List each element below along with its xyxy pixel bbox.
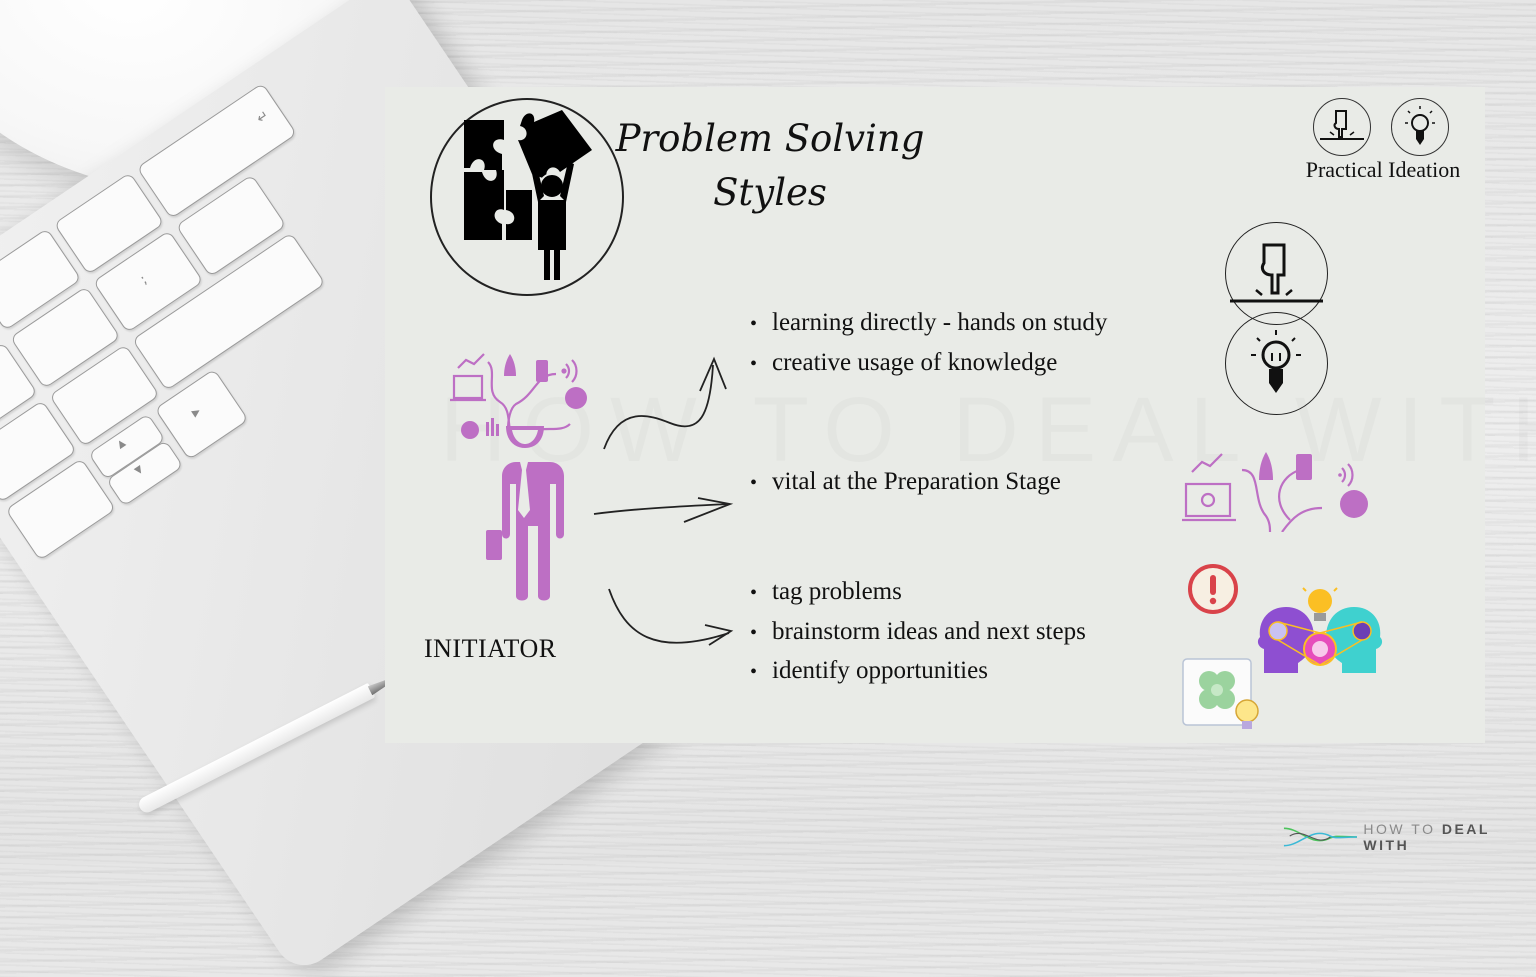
ideas-network-icon — [1182, 452, 1368, 532]
bullet-item: vital at the Preparation Stage — [750, 463, 1061, 503]
bullet-item: identify opportunities — [750, 652, 1086, 692]
businessman-ideas-icon — [450, 353, 587, 601]
title-line-1: Problem Solving — [615, 117, 925, 160]
title-line-2: Styles — [713, 171, 827, 214]
hand-press-icon — [1313, 98, 1371, 156]
straight-arrow — [593, 497, 734, 523]
practical-ideation-label: Practical Ideation — [1305, 157, 1461, 182]
wavy-up-arrow — [603, 356, 727, 450]
curved-down-arrow — [608, 588, 734, 646]
bullet-item: tag problems — [750, 573, 1086, 613]
bullet-list-preparation: vital at the Preparation Stage — [750, 463, 1061, 503]
lightbulb-pencil-icon — [1391, 98, 1449, 156]
alert-icon — [1188, 564, 1238, 614]
brand-waves-icon — [1283, 827, 1358, 847]
hand-press-icon — [1225, 222, 1328, 325]
brand-logo: HOW TO DEAL WITH — [1282, 821, 1536, 853]
puzzle-logo — [430, 98, 624, 296]
bullet-item: learning directly - hands on study — [750, 304, 1107, 344]
brand-text-bold: DEAL WITH — [1363, 821, 1490, 853]
bullet-item: brainstorm ideas and next steps — [750, 613, 1086, 653]
lightbulb-pencil-icon — [1225, 312, 1328, 415]
puzzle-person-icon — [464, 110, 592, 280]
brand-name: HOW TO DEAL WITH — [1363, 821, 1536, 853]
brand-text-light: HOW TO — [1363, 821, 1442, 837]
clover-lightbulb-icon — [1182, 658, 1259, 729]
bullet-list-learning: learning directly - hands on study creat… — [750, 304, 1107, 383]
bullet-list-actions: tag problems brainstorm ideas and next s… — [750, 573, 1086, 692]
page-title: Problem Solving Styles — [600, 112, 940, 220]
bullet-item: creative usage of knowledge — [750, 344, 1107, 384]
initiator-label: INITIATOR — [424, 634, 557, 663]
brainstorm-heads-icon — [1257, 585, 1383, 673]
